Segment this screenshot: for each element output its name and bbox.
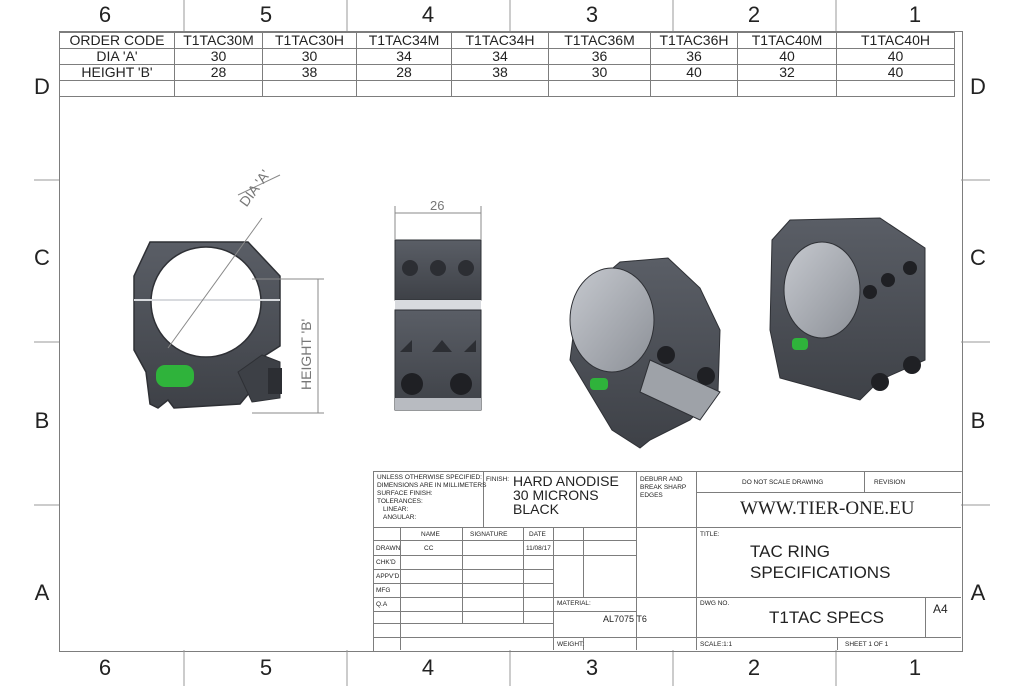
zone-col-label: 4 [421, 2, 435, 27]
title-label: TITLE: [700, 531, 720, 538]
isometric-view-rear [769, 217, 926, 401]
height-dimension-label: HEIGHT 'B' [298, 318, 314, 390]
zone-row-label: D [34, 74, 50, 99]
revision-label: REVISION [874, 479, 906, 486]
do-not-scale-note: DO NOT SCALE DRAWING [742, 479, 824, 486]
col-header-name: NAME [421, 531, 440, 538]
bubble-level [156, 365, 194, 387]
zone-row-label: B [34, 408, 50, 433]
zone-col-label: 6 [98, 2, 112, 27]
tolerance-note: UNLESS OTHERWISE SPECIFIED: DIMENSIONS A… [377, 474, 487, 521]
front-view-ring [133, 241, 282, 409]
table-cell: HEIGHT 'B' [59, 64, 175, 81]
table-cell: 40 [737, 48, 837, 65]
side-view-ring [394, 239, 482, 411]
zone-col-label: 6 [98, 655, 112, 680]
scale-label: SCALE:1:1 [700, 641, 733, 648]
width-dimension-label: 26 [430, 198, 445, 213]
table-row [59, 80, 955, 97]
zone-col-label: 1 [908, 2, 922, 27]
zone-row-label: D [970, 74, 986, 99]
row-label-approved: APPV'D [376, 573, 400, 580]
material-label: MATERIAL: [557, 600, 591, 607]
zone-col-label: 4 [421, 655, 435, 680]
dwg-no-label: DWG NO. [700, 600, 730, 607]
order-code-table: ORDER CODE T1TAC30M T1TAC30H T1TAC34M T1… [59, 32, 955, 97]
weight-label: WEIGHT: [557, 641, 585, 648]
drawing-title: TAC RING SPECIFICATIONS [750, 542, 891, 582]
zone-col-label: 3 [585, 655, 599, 680]
sheet-size: A4 [933, 602, 948, 616]
zone-row-label: B [970, 408, 986, 433]
drawn-date: 11/08/17 [526, 545, 551, 552]
row-label-mfg: MFG [376, 587, 391, 594]
zone-col-label: 5 [259, 655, 273, 680]
isometric-view-front [569, 257, 721, 449]
sheet-number: SHEET 1 OF 1 [845, 641, 889, 648]
zone-row-label: C [970, 245, 986, 270]
drawn-by-name: CC [424, 545, 434, 552]
zone-col-label: 5 [259, 2, 273, 27]
table-cell [836, 80, 955, 97]
zone-col-label: 2 [747, 2, 761, 27]
material-value: AL7075 T6 [603, 614, 647, 624]
col-header-date: DATE [529, 531, 546, 538]
zone-col-label: 2 [747, 655, 761, 680]
table-cell: 30 [548, 64, 651, 81]
title-block [373, 471, 963, 652]
zone-row-label: A [34, 580, 50, 605]
finish-value: HARD ANODISE 30 MICRONS BLACK [513, 473, 619, 517]
row-label-drawn: DRAWN [376, 545, 401, 552]
table-row: DIA 'A' 30 30 34 34 36 36 40 40 [59, 48, 955, 65]
website-link[interactable]: WWW.TIER-ONE.EU [740, 498, 915, 519]
deburr-note: DEBURR AND BREAK SHARP EDGES [640, 476, 687, 499]
table-row: HEIGHT 'B' 28 38 28 38 30 40 32 40 [59, 64, 955, 81]
table-cell: T1TAC30H [262, 32, 357, 49]
table-cell: T1TAC36H [650, 32, 738, 49]
zone-row-label: A [970, 580, 986, 605]
table-cell: ORDER CODE [59, 32, 175, 49]
row-label-qa: Q.A [376, 601, 388, 608]
zone-row-label: C [34, 245, 50, 270]
zone-col-label: 3 [585, 2, 599, 27]
dia-leader [167, 217, 263, 349]
width-dimension-lines [394, 206, 482, 240]
zone-col-label: 1 [908, 655, 922, 680]
col-header-signature: SIGNATURE [470, 531, 508, 538]
finish-label: FINISH: [486, 476, 510, 483]
drawing-number: T1TAC SPECS [769, 608, 884, 627]
height-dimension-lines [252, 278, 324, 414]
row-label-checked: CHK'D [376, 559, 396, 566]
